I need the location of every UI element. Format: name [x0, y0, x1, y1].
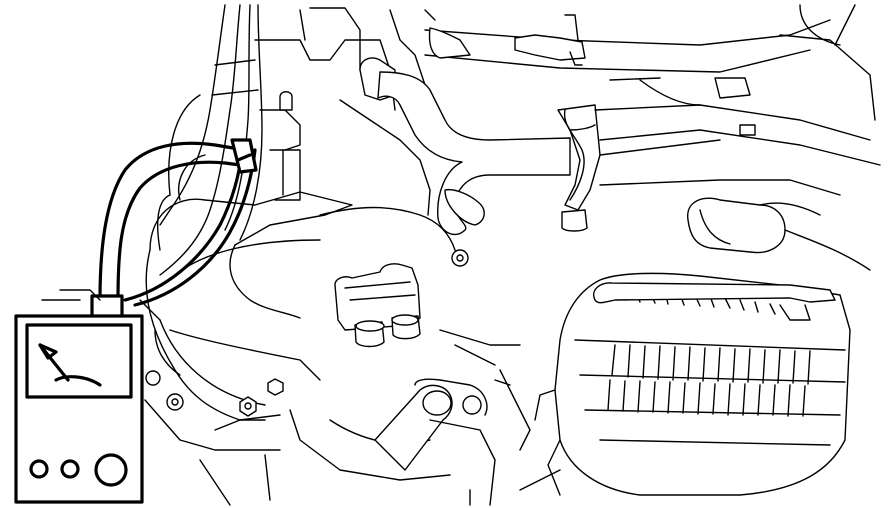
- lower-pipe: [374, 329, 531, 506]
- connector-block: [334, 263, 421, 348]
- meter-leads: [98, 138, 258, 307]
- alternator: [519, 272, 851, 496]
- multimeter: [14, 294, 144, 504]
- bolts: [145, 249, 469, 417]
- right-pipes: [424, 4, 881, 196]
- lower-left-details: [41, 154, 266, 431]
- gauge-icon: [38, 343, 102, 387]
- right-connector-boot: [687, 197, 871, 271]
- coolant-pipe: [377, 71, 571, 236]
- hose-clamp: [557, 104, 601, 232]
